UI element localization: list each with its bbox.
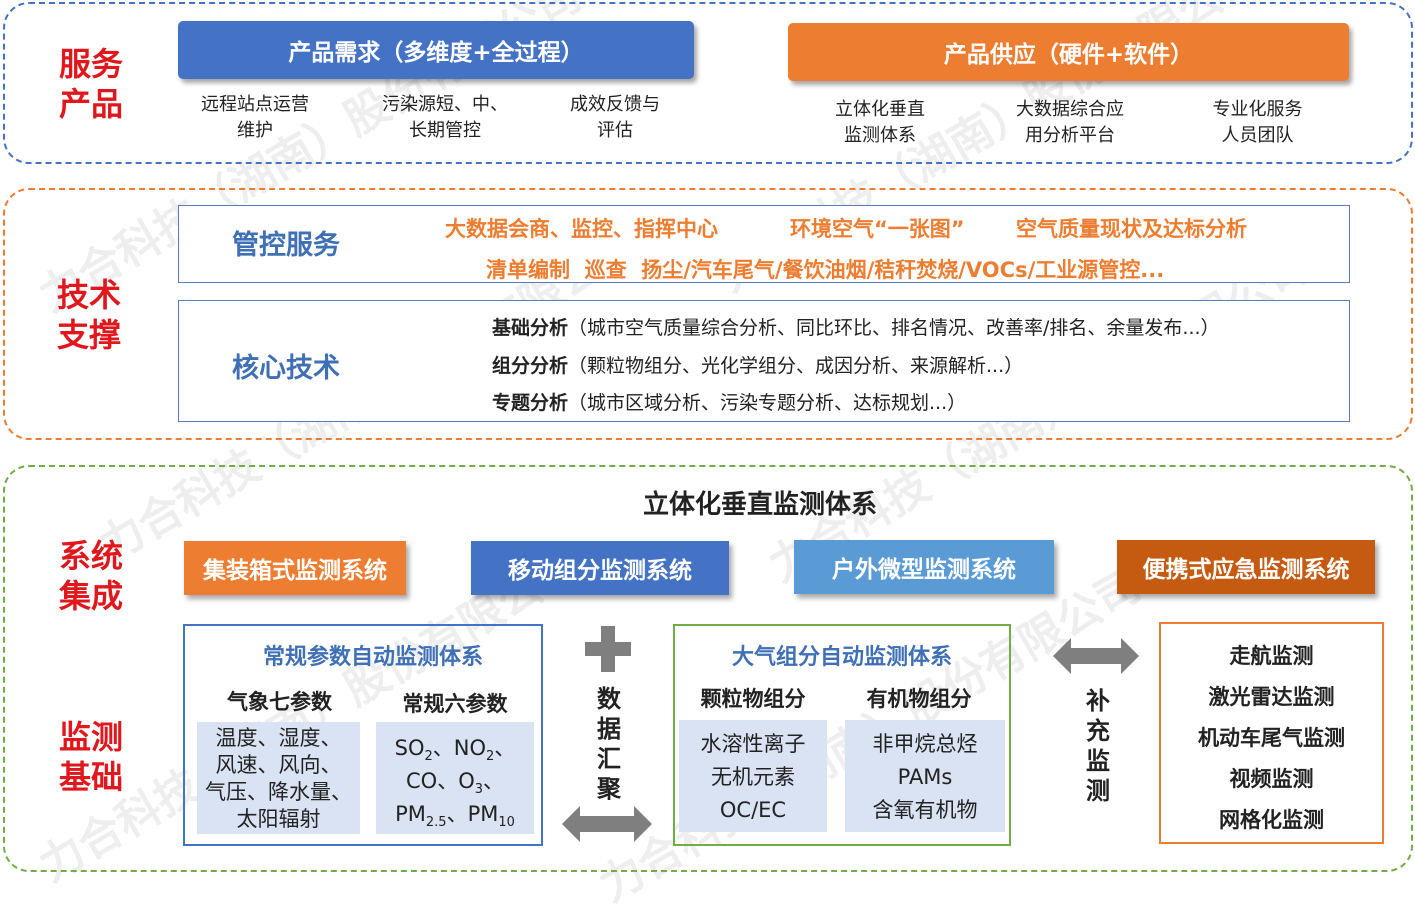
control-box: [178, 205, 1350, 283]
atmos-title: 大气组分自动监测体系: [731, 645, 952, 670]
atmos-box: [673, 624, 1011, 846]
six-group-title: 常规六参数: [402, 692, 508, 716]
supply-item: 大数据综合应用分析平台: [1016, 99, 1124, 146]
extra-item: 机动车尾气监测: [1198, 726, 1345, 750]
control-item: 大数据会商、监控、指挥中心: [445, 217, 718, 241]
tech-panel: [3, 188, 1413, 440]
side-label-line: 产品: [58, 85, 123, 123]
integration-side-label: 系统 集成: [56, 536, 126, 616]
side-label-line: 系统: [58, 537, 123, 575]
control-item: 环境空气“一张图”: [790, 217, 965, 241]
extra-item: 走航监测: [1229, 644, 1314, 668]
control-item: 清单编制 巡查 扬尘/汽车尾气/餐饮油烟/秸秆焚烧/VOCs/工业源管控...: [486, 258, 1165, 282]
demand-item: 成效反馈与评估: [570, 94, 660, 141]
side-label-line: 基础: [58, 758, 123, 796]
core-row: 基础分析（城市空气质量综合分析、同比环比、排名情况、改善率/排名、余量发布...…: [492, 317, 1220, 339]
monitoring-side-label: 监测 基础: [56, 717, 126, 797]
extra-item: 网格化监测: [1219, 808, 1324, 832]
system-portable: 便携式应急监测系统: [1117, 540, 1375, 594]
supply-item: 专业化服务人员团队: [1212, 99, 1303, 146]
six-params: SO2、NO2、 CO、O3、 PM2.5、PM10: [376, 722, 534, 834]
control-title: 管控服务: [232, 230, 340, 261]
regular-title: 常规参数自动监测体系: [262, 645, 483, 670]
side-label-line: 支撑: [56, 316, 121, 354]
side-label-line: 服务: [58, 45, 123, 83]
core-row: 组分分析（颗粒物组分、光化学组分、成因分析、来源解析...）: [492, 355, 1024, 377]
extra-item: 激光雷达监测: [1208, 685, 1335, 709]
regular-box: [183, 624, 543, 846]
demand-header: 产品需求（多维度+全过程）: [178, 21, 694, 79]
supply-header: 产品供应（硬件+软件）: [788, 23, 1349, 81]
core-row: 专题分析（城市区域分析、污染专题分析、达标规划...）: [492, 392, 967, 414]
side-label-line: 监测: [58, 718, 123, 756]
particle-group-title: 颗粒物组分: [700, 687, 806, 711]
extra-monitor-box: 走航监测 激光雷达监测 机动车尾气监测 视频监测 网格化监测: [1159, 622, 1384, 844]
demand-item: 远程站点运营维护: [201, 94, 309, 141]
core-box: [178, 300, 1350, 422]
system-outdoor: 户外微型监测系统: [794, 540, 1054, 594]
meteo-params: 温度、湿度、风速、风向、 气压、降水量、太阳辐射: [197, 722, 360, 834]
bottom-panel: [3, 465, 1413, 872]
plus-icon: [585, 626, 631, 672]
demand-item: 污染源短、中、长期管控: [382, 94, 508, 141]
service-side-label: 服务 产品: [56, 44, 126, 124]
organic-group-title: 有机物组分: [866, 687, 972, 711]
double-arrow-icon: [562, 806, 652, 842]
side-label-line: 集成: [58, 577, 123, 615]
supplement-label: 补充 监测: [1086, 687, 1110, 805]
supply-item: 立体化垂直监测体系: [835, 99, 925, 146]
bottom-title: 立体化垂直监测体系: [642, 490, 877, 520]
extra-item: 视频监测: [1229, 767, 1314, 791]
system-mobile: 移动组分监测系统: [471, 541, 729, 595]
side-label-line: 技术: [56, 276, 121, 314]
double-arrow-icon: [1053, 638, 1139, 674]
meteo-group-title: 气象七参数: [227, 690, 332, 714]
control-item: 空气质量现状及达标分析: [1016, 217, 1247, 241]
aggregate-label: 数据 汇聚: [597, 685, 621, 803]
system-container: 集装箱式监测系统: [184, 541, 406, 595]
service-panel: [3, 2, 1413, 164]
tech-side-label: 技术 支撑: [54, 275, 124, 355]
core-title: 核心技术: [232, 353, 340, 384]
